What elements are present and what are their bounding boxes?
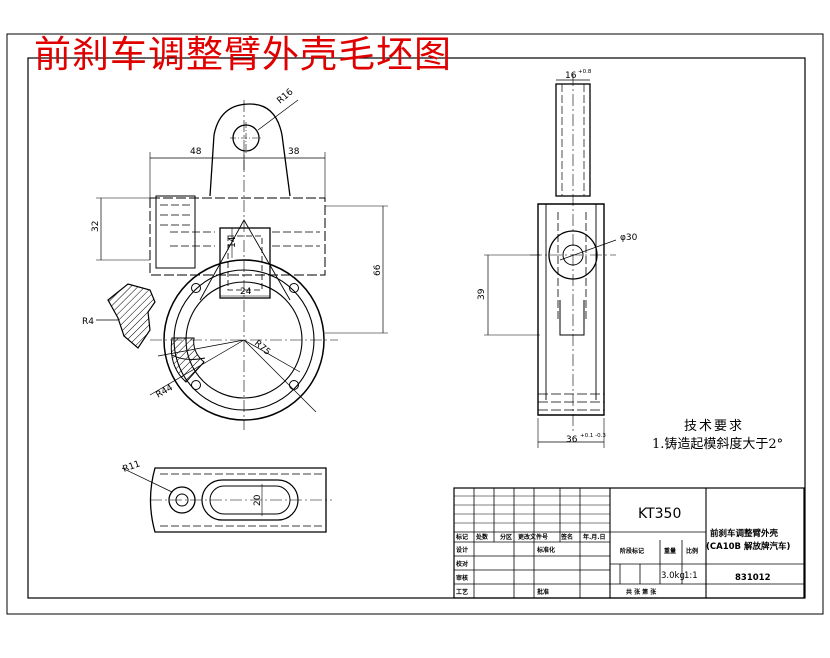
dim-16-tol: +0.8 (578, 69, 592, 75)
tb-label-scale: 比例 (686, 547, 698, 555)
dim-phi30: φ30 (620, 233, 638, 243)
tb-label-sheets: 共 张 第 张 (626, 588, 657, 596)
dim-16: 16 (565, 71, 577, 81)
tb-label-mark: 标记 (455, 533, 468, 541)
dim-14: 14 (228, 236, 238, 248)
dim-20: 20 (253, 494, 263, 506)
side-view (484, 74, 617, 448)
tb-weight: 3.0kg (661, 571, 685, 581)
title-block (453, 487, 805, 599)
tech-requirements-heading: 技术要求 (684, 419, 745, 434)
dim-r16: R16 (276, 87, 296, 106)
tb-label-check: 校对 (456, 560, 468, 568)
tech-requirement-item: 1.铸造起模斜度大于2° (652, 436, 784, 452)
tb-label-approve: 批准 (537, 588, 549, 596)
tb-drawing-no: 831012 (735, 573, 771, 583)
dim-r75: R75 (252, 339, 272, 358)
tb-part-no: KT350 (638, 506, 681, 522)
tb-part-name: 前刹车调整臂外壳 (710, 528, 779, 539)
tb-vehicle: (CA10B 解放牌汽车) (706, 541, 790, 552)
bottom-view (121, 467, 332, 533)
dim-36: 36 (566, 435, 578, 445)
tech-requirements: 技术要求 1.铸造起模斜度大于2° (652, 418, 783, 453)
dim-32: 32 (91, 221, 101, 232)
tb-label-design: 设计 (456, 546, 468, 554)
tb-label-sign: 签名 (560, 533, 573, 541)
tb-label-process: 工艺 (456, 588, 468, 596)
tb-scale: 1:1 (684, 571, 698, 581)
tb-label-weight: 重量 (664, 547, 676, 555)
outer-border (6, 33, 824, 615)
dim-r4: R4 (82, 317, 94, 327)
tb-label-change-doc: 更改文件号 (518, 533, 548, 541)
dim-24: 24 (240, 287, 252, 297)
dim-38: 38 (288, 147, 300, 157)
dim-66: 66 (373, 264, 383, 276)
dim-48: 48 (190, 147, 202, 157)
dim-36-tol: +0.1 -0.3 (580, 433, 606, 439)
tb-label-zone: 分区 (500, 533, 512, 541)
dim-39: 39 (477, 288, 487, 300)
dim-r44: R44 (155, 383, 176, 401)
tb-label-standardize: 标准化 (536, 546, 555, 554)
drawing-title: 前刹车调整臂外壳毛坯图 (34, 33, 452, 76)
front-view (96, 99, 388, 430)
inner-frame (27, 57, 806, 599)
tb-label-date: 年.月.日 (583, 533, 606, 541)
tb-label-stage-mark: 阶段标记 (620, 547, 644, 555)
tb-label-count: 处数 (475, 533, 489, 541)
tb-label-review: 审核 (456, 574, 468, 582)
